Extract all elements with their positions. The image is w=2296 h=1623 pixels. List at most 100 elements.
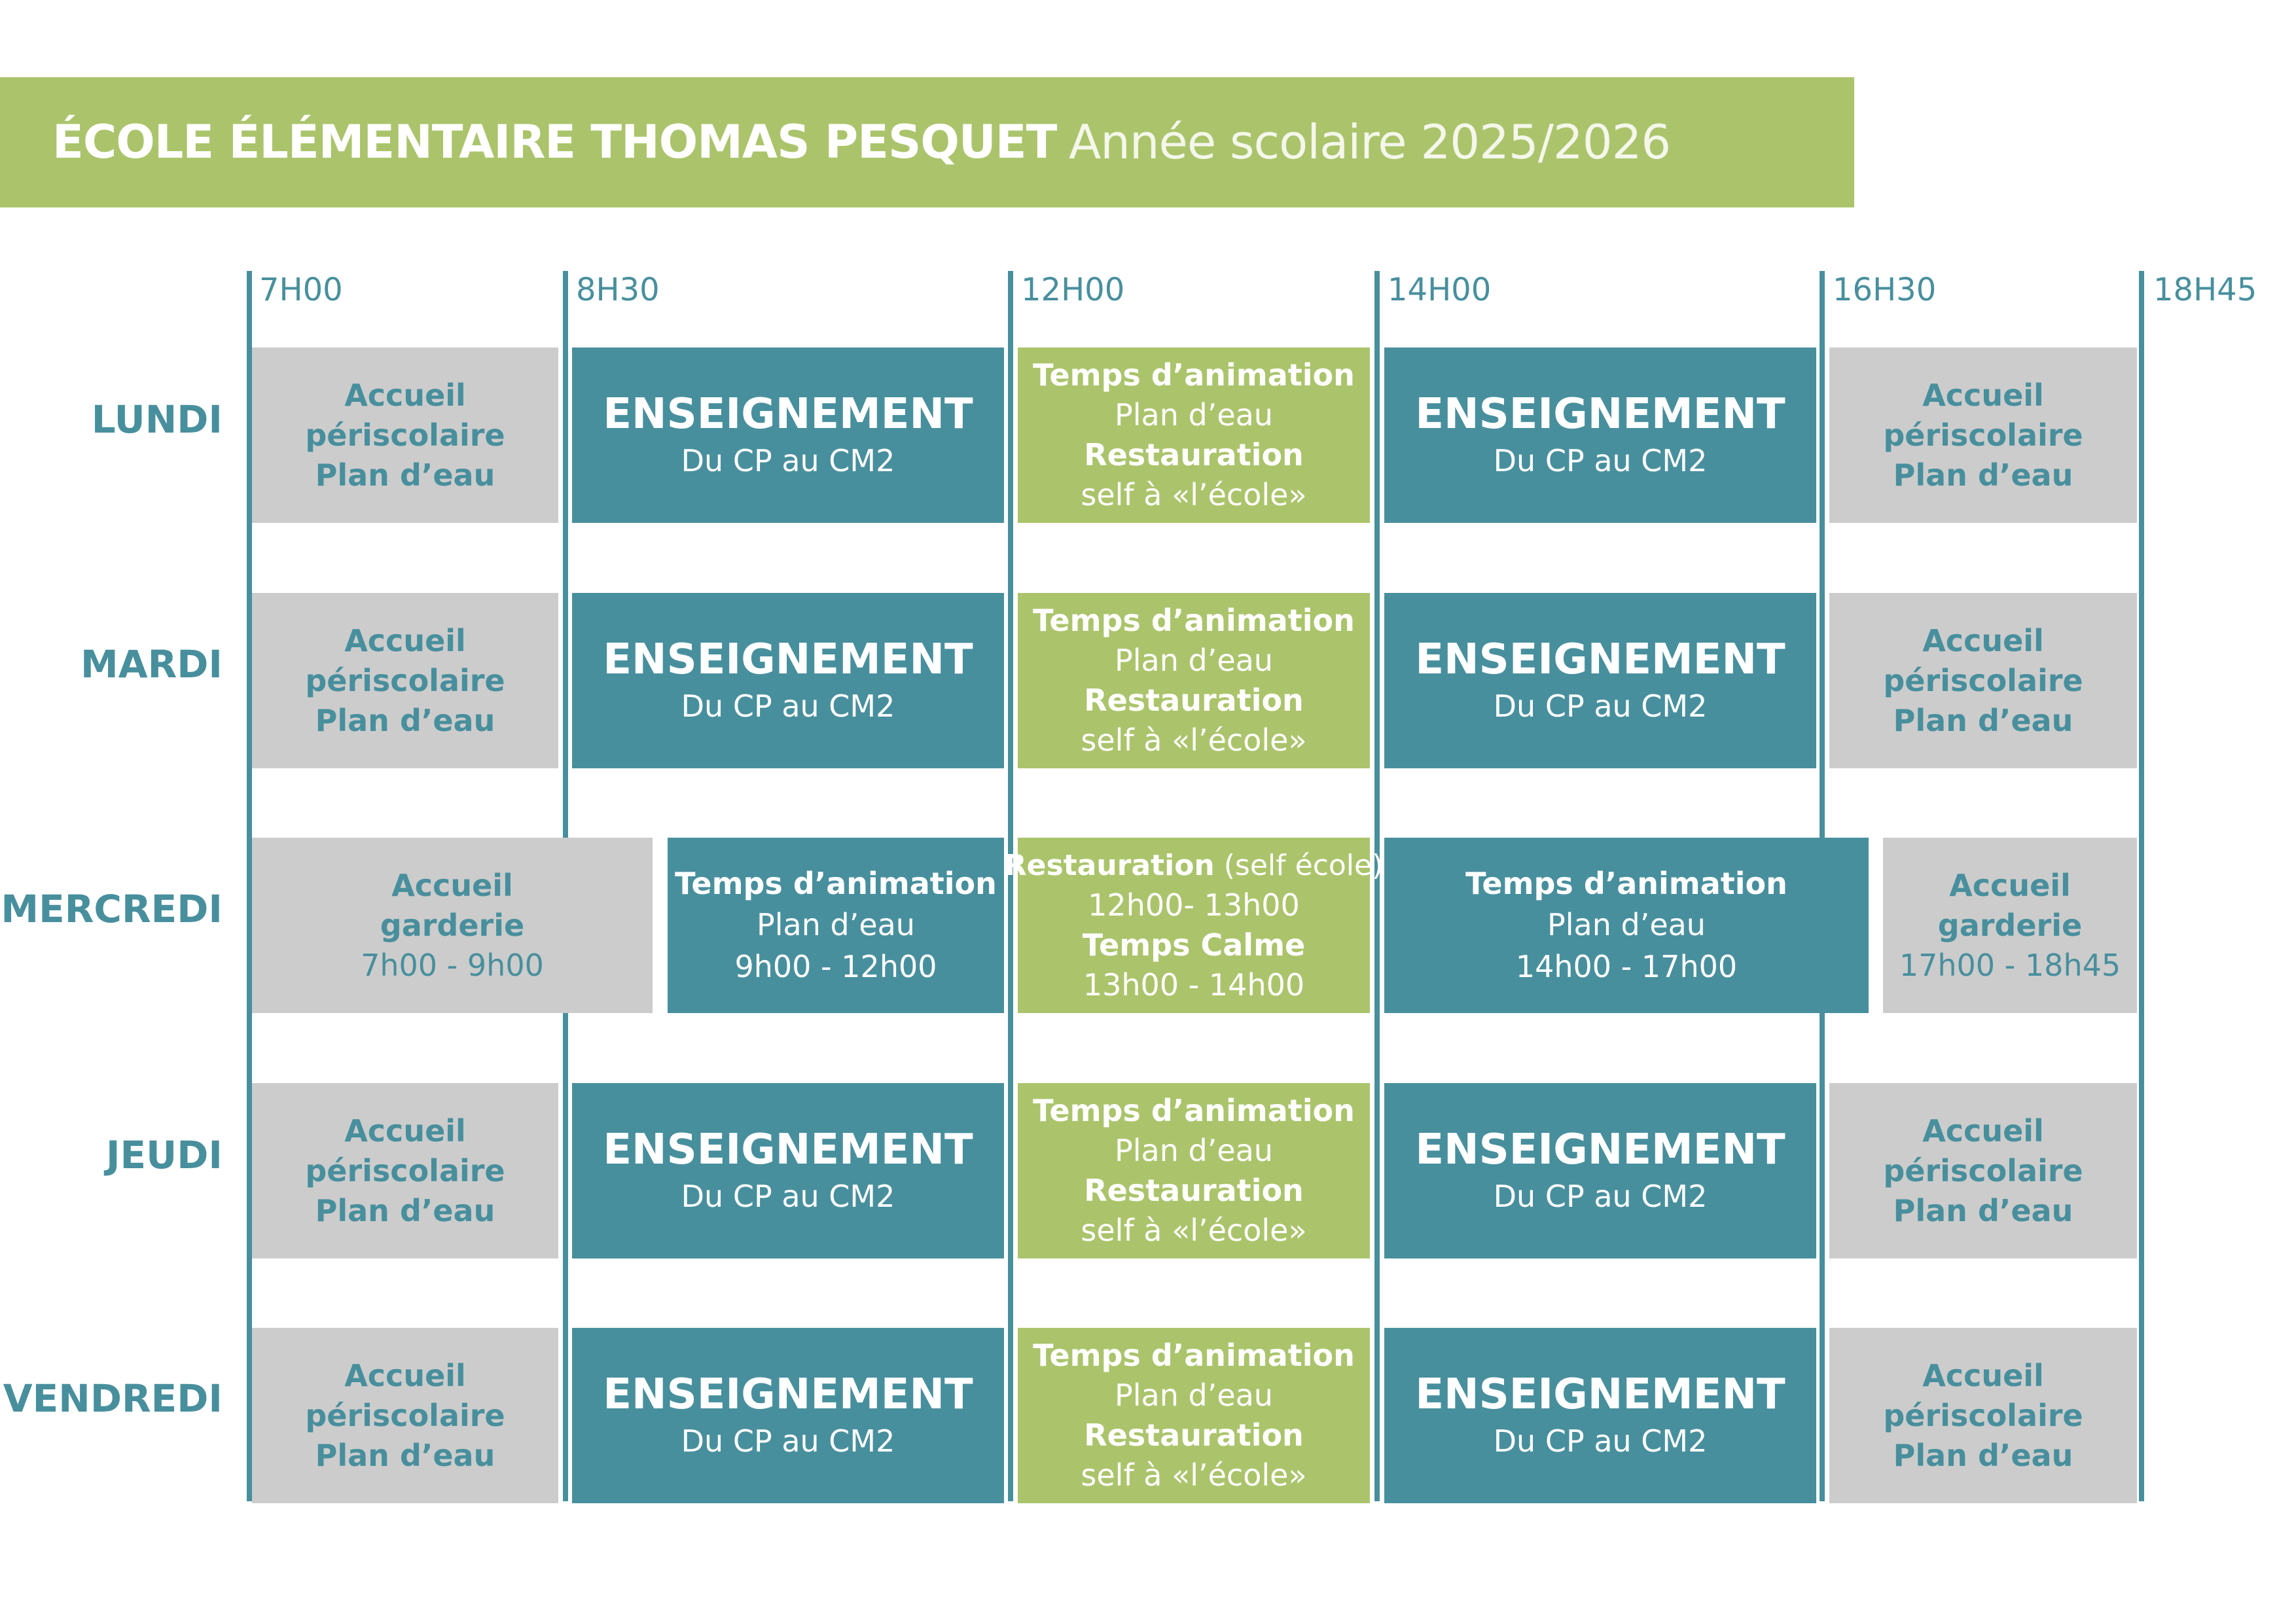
block-line: Temps d’animation [1033, 1093, 1355, 1128]
block-line: périscolaire [1883, 662, 2083, 698]
block-line: Plan d’eau [1893, 457, 2073, 493]
teaching-subtitle: Du CP au CM2 [681, 1179, 895, 1214]
block-time: 17h00 - 18h45 [1899, 947, 2121, 983]
block-line: Plan d’eau [1893, 1192, 2073, 1228]
block-line: Accueil [344, 622, 466, 658]
teaching-subtitle: Du CP au CM2 [1493, 688, 1708, 724]
block-line: Restauration [1084, 683, 1304, 718]
block-line: Restauration [1084, 1173, 1304, 1208]
block-line: Plan d’eau [315, 457, 495, 493]
day-label-vendredi: VENDREDI [3, 1376, 223, 1421]
wednesday-morning-care-block: Accueil garderie 7h00 - 9h00 [252, 838, 653, 1013]
lunch-heading: Restauration (self école) [1005, 846, 1384, 885]
header-band [0, 77, 1854, 207]
block-line: Plan d’eau [1893, 1437, 2073, 1473]
block-line: Accueil [344, 1357, 466, 1393]
block-line: Temps d’animation [1033, 603, 1355, 638]
block-line: Plan d’eau [1115, 397, 1273, 433]
block-line: périscolaire [1883, 1152, 2083, 1188]
block-line: Accueil [1949, 867, 2071, 903]
teaching-subtitle: Du CP au CM2 [681, 1423, 895, 1459]
block-line: périscolaire [1883, 1397, 2083, 1433]
lunch-title: Restauration [1004, 849, 1215, 882]
morning-care-block: Accueil périscolaire Plan d’eau [252, 1328, 558, 1503]
block-line: Restauration [1084, 1418, 1304, 1453]
teaching-block: ENSEIGNEMENT Du CP au CM2 [572, 348, 1004, 523]
block-line: Restauration [1084, 437, 1304, 473]
block-line: self à «l’école» [1081, 1213, 1307, 1248]
morning-care-block: Accueil périscolaire Plan d’eau [252, 348, 558, 523]
block-line: Accueil [344, 1113, 466, 1149]
teaching-subtitle: Du CP au CM2 [681, 443, 895, 478]
block-line: garderie [380, 907, 525, 943]
block-line: périscolaire [305, 662, 505, 698]
block-line: self à «l’école» [1081, 722, 1307, 758]
block-line: Accueil [1922, 622, 2044, 658]
time-label: 8H30 [576, 272, 660, 308]
block-time: 9h00 - 12h00 [734, 948, 937, 984]
teaching-title: ENSEIGNEMENT [603, 390, 973, 438]
evening-care-block: Accueil périscolaire Plan d’eau [1829, 348, 2137, 523]
timeline-12h00 [1008, 271, 1013, 1501]
teaching-title: ENSEIGNEMENT [1415, 1370, 1785, 1419]
teaching-title: ENSEIGNEMENT [1415, 635, 1785, 684]
time-label: 16H30 [1833, 272, 1937, 308]
time-label: 7H00 [259, 272, 343, 308]
time-label: 18H45 [2153, 272, 2257, 308]
wednesday-lunch-block: Restauration (self école) 12h00- 13h00 T… [1005, 838, 1383, 1013]
block-line: self à «l’école» [1081, 1457, 1307, 1493]
block-line: Temps d’animation [1033, 1338, 1355, 1373]
teaching-block: ENSEIGNEMENT Du CP au CM2 [572, 593, 1004, 768]
block-line: Accueil [1922, 377, 2044, 413]
teaching-title: ENSEIGNEMENT [603, 635, 973, 684]
lunch-block: Temps d’animation Plan d’eau Restauratio… [1018, 593, 1370, 768]
evening-care-block: Accueil périscolaire Plan d’eau [1829, 1328, 2137, 1503]
block-time: 13h00 - 14h00 [1083, 967, 1305, 1003]
block-line: périscolaire [305, 417, 505, 453]
block-line: Plan d’eau [757, 906, 915, 942]
school-year: Année scolaire 2025/2026 [1069, 115, 1671, 169]
teaching-block: ENSEIGNEMENT Du CP au CM2 [572, 1328, 1004, 1503]
lunch-block: Temps d’animation Plan d’eau Restauratio… [1018, 1083, 1370, 1258]
teaching-block: ENSEIGNEMENT Du CP au CM2 [1384, 348, 1816, 523]
morning-care-block: Accueil périscolaire Plan d’eau [252, 593, 558, 768]
day-label-mercredi: MERCREDI [1, 887, 223, 931]
block-line: Plan d’eau [315, 702, 495, 738]
block-line: Accueil [344, 377, 466, 413]
block-time: 12h00- 13h00 [1088, 887, 1300, 923]
lunch-note: (self école) [1223, 849, 1384, 882]
block-line: Plan d’eau [1115, 1378, 1273, 1413]
teaching-subtitle: Du CP au CM2 [1493, 1179, 1708, 1214]
lunch-block: Temps d’animation Plan d’eau Restauratio… [1018, 1328, 1370, 1503]
block-line: Plan d’eau [1115, 1133, 1273, 1168]
teaching-title: ENSEIGNEMENT [603, 1126, 973, 1174]
page-title: ÉCOLE ÉLÉMENTAIRE THOMAS PESQUET [52, 115, 1057, 169]
day-label-mardi: MARDI [81, 642, 223, 687]
time-label: 12H00 [1021, 272, 1125, 308]
block-line: self à «l’école» [1081, 477, 1307, 512]
teaching-title: ENSEIGNEMENT [603, 1370, 973, 1419]
teaching-block: ENSEIGNEMENT Du CP au CM2 [1384, 593, 1816, 768]
time-label: 14H00 [1388, 272, 1492, 308]
wednesday-morning-activity-block: Temps d’animation Plan d’eau 9h00 - 12h0… [668, 838, 1004, 1013]
block-line: Accueil [1922, 1113, 2044, 1149]
block-line: Accueil [1922, 1357, 2044, 1393]
teaching-title: ENSEIGNEMENT [1415, 390, 1785, 438]
wednesday-afternoon-activity-block: Temps d’animation Plan d’eau 14h00 - 17h… [1384, 838, 1869, 1013]
block-time: 7h00 - 9h00 [361, 947, 544, 983]
teaching-subtitle: Du CP au CM2 [1493, 1423, 1708, 1459]
teaching-block: ENSEIGNEMENT Du CP au CM2 [1384, 1328, 1816, 1503]
block-line: Plan d’eau [315, 1192, 495, 1228]
day-label-jeudi: JEUDI [105, 1133, 223, 1177]
block-line: garderie [1937, 907, 2083, 943]
block-line: Plan d’eau [1893, 702, 2073, 738]
block-line: périscolaire [1883, 417, 2083, 453]
block-line: Temps d’animation [675, 865, 997, 901]
block-line: périscolaire [305, 1397, 505, 1433]
lunch-block: Temps d’animation Plan d’eau Restauratio… [1018, 348, 1370, 523]
teaching-subtitle: Du CP au CM2 [681, 688, 895, 724]
teaching-block: ENSEIGNEMENT Du CP au CM2 [1384, 1083, 1816, 1258]
block-line: Temps d’animation [1465, 865, 1787, 901]
teaching-subtitle: Du CP au CM2 [1493, 443, 1708, 478]
timeline-18h45 [2139, 271, 2144, 1501]
